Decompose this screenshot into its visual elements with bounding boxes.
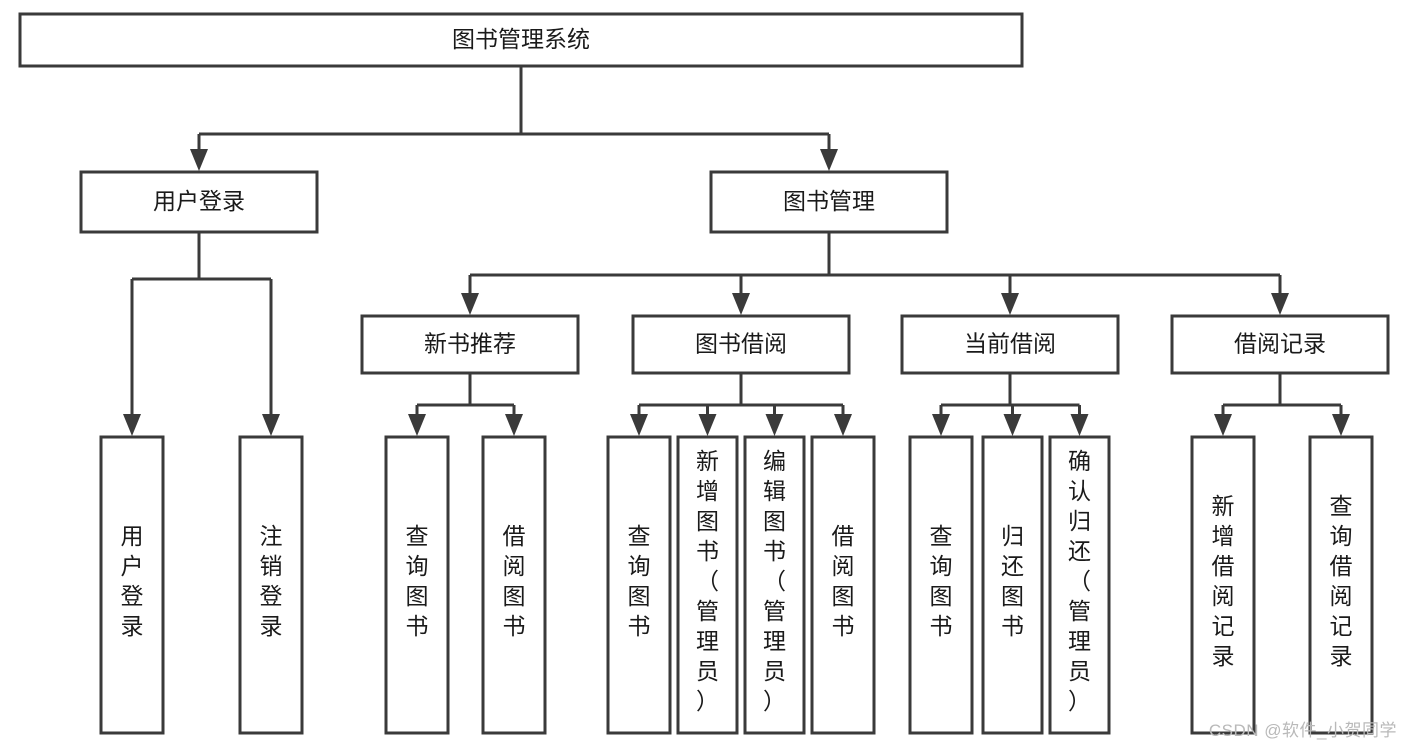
- arrow-head-borrow_record: [1271, 293, 1289, 315]
- node-leaf_query_book_2[interactable]: 查询图书: [606, 435, 672, 735]
- node-book_borrow[interactable]: 图书借阅: [631, 314, 851, 375]
- node-label-leaf_return_book: 归还图书: [1001, 523, 1024, 639]
- arrow-head-current_borrow: [1001, 293, 1019, 315]
- arrow-head-leaf_query_book_3: [932, 414, 950, 436]
- node-label-leaf_borrow_book_2: 借阅图书: [832, 523, 855, 639]
- node-box-leaf_query_book_2: [606, 435, 672, 735]
- node-box-leaf_return_book: [981, 435, 1044, 735]
- arrow-head-leaf_borrow_book_1: [505, 414, 523, 436]
- node-box-user_login: [79, 170, 319, 234]
- node-label-leaf_edit_book: 编辑图书（管理员）: [763, 448, 786, 714]
- node-label-leaf_query_book_2: 查询图书: [628, 523, 651, 639]
- node-box-root: [18, 12, 1024, 68]
- node-label-book_borrow: 图书借阅: [695, 331, 787, 357]
- node-label-leaf_query_book_3: 查询图书: [930, 523, 953, 639]
- node-label-leaf_borrow_book_1: 借阅图书: [503, 523, 526, 639]
- arrow-head-leaf_return_book: [1003, 414, 1022, 436]
- node-label-leaf_logout: 注销登录: [260, 523, 283, 639]
- node-layer: 图书管理系统用户登录图书管理新书推荐图书借阅当前借阅借阅记录用户登录注销登录查询…: [18, 12, 1390, 735]
- arrow-head-new_book_rec: [461, 293, 479, 315]
- node-borrow_record[interactable]: 借阅记录: [1170, 314, 1390, 375]
- watermark-text: CSDN @软件_小贺同学: [1208, 721, 1397, 740]
- node-label-new_book_rec: 新书推荐: [424, 331, 516, 357]
- node-label-leaf_user_login: 用户登录: [121, 523, 144, 639]
- node-leaf_logout[interactable]: 注销登录: [238, 435, 304, 735]
- arrow-head-leaf_confirm_return: [1070, 414, 1089, 436]
- arrow-head-leaf_add_record: [1214, 414, 1232, 436]
- node-leaf_edit_book[interactable]: 编辑图书（管理员）: [743, 435, 806, 735]
- node-box-leaf_query_book_3: [908, 435, 974, 735]
- arrow-head-leaf_edit_book: [765, 414, 784, 436]
- node-label-leaf_query_record: 查询借阅记录: [1330, 493, 1353, 669]
- node-leaf_add_record[interactable]: 新增借阅记录: [1190, 435, 1256, 735]
- node-box-book_manage: [709, 170, 949, 234]
- node-leaf_user_login[interactable]: 用户登录: [99, 435, 165, 735]
- node-leaf_borrow_book_1[interactable]: 借阅图书: [481, 435, 547, 735]
- arrow-head-leaf_borrow_book_2: [834, 414, 852, 436]
- node-root[interactable]: 图书管理系统: [18, 12, 1024, 68]
- node-label-current_borrow: 当前借阅: [964, 331, 1056, 357]
- node-book_manage[interactable]: 图书管理: [709, 170, 949, 234]
- node-leaf_add_book[interactable]: 新增图书（管理员）: [676, 435, 739, 735]
- arrow-head-user_login: [190, 149, 208, 171]
- node-label-book_manage: 图书管理: [783, 188, 875, 214]
- node-box-leaf_confirm_return: [1048, 435, 1111, 735]
- node-user_login[interactable]: 用户登录: [79, 170, 319, 234]
- node-box-leaf_query_book_1: [384, 435, 450, 735]
- node-leaf_query_record[interactable]: 查询借阅记录: [1308, 435, 1374, 735]
- node-leaf_borrow_book_2[interactable]: 借阅图书: [810, 435, 876, 735]
- connector-layer: [123, 66, 1350, 436]
- arrow-head-leaf_logout: [262, 414, 280, 436]
- node-box-leaf_add_record: [1190, 435, 1256, 735]
- node-new_book_rec[interactable]: 新书推荐: [360, 314, 580, 375]
- node-label-root: 图书管理系统: [452, 26, 590, 52]
- arrow-head-leaf_user_login: [123, 414, 141, 436]
- node-box-leaf_user_login: [99, 435, 165, 735]
- node-current_borrow[interactable]: 当前借阅: [900, 314, 1120, 375]
- node-label-leaf_add_record: 新增借阅记录: [1212, 493, 1235, 669]
- node-box-leaf_logout: [238, 435, 304, 735]
- node-label-leaf_add_book: 新增图书（管理员）: [696, 448, 719, 714]
- arrow-head-book_borrow: [732, 293, 750, 315]
- arrow-head-book_manage: [820, 149, 838, 171]
- node-label-leaf_query_book_1: 查询图书: [406, 523, 429, 639]
- node-box-leaf_borrow_book_2: [810, 435, 876, 735]
- arrow-head-leaf_query_record: [1332, 414, 1350, 436]
- node-label-borrow_record: 借阅记录: [1234, 331, 1326, 357]
- node-box-leaf_borrow_book_1: [481, 435, 547, 735]
- node-leaf_return_book[interactable]: 归还图书: [981, 435, 1044, 735]
- node-leaf_confirm_return[interactable]: 确认归还（管理员）: [1048, 435, 1111, 735]
- node-box-new_book_rec: [360, 314, 580, 375]
- node-box-leaf_query_record: [1308, 435, 1374, 735]
- node-leaf_query_book_3[interactable]: 查询图书: [908, 435, 974, 735]
- arrow-head-leaf_query_book_2: [630, 414, 648, 436]
- node-box-leaf_add_book: [676, 435, 739, 735]
- node-box-borrow_record: [1170, 314, 1390, 375]
- node-label-leaf_confirm_return: 确认归还（管理员）: [1068, 448, 1091, 714]
- node-box-current_borrow: [900, 314, 1120, 375]
- node-label-user_login: 用户登录: [153, 188, 245, 214]
- arrow-head-leaf_query_book_1: [408, 414, 426, 436]
- arrow-head-leaf_add_book: [698, 414, 717, 436]
- node-box-leaf_edit_book: [743, 435, 806, 735]
- node-leaf_query_book_1[interactable]: 查询图书: [384, 435, 450, 735]
- node-box-book_borrow: [631, 314, 851, 375]
